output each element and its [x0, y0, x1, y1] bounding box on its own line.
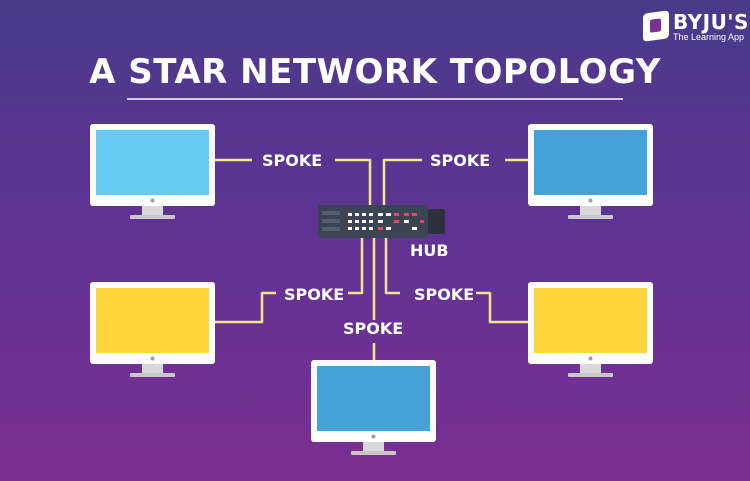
spoke-label-top-left: SPOKE	[262, 151, 323, 170]
connector-top-right-hub	[382, 158, 422, 205]
monitor-bottom-center	[311, 360, 436, 455]
brand-tagline: The Learning App	[673, 32, 745, 42]
monitor-bottom-left-screen	[96, 288, 209, 353]
monitor-bottom-right	[528, 282, 653, 377]
connector-bottom-right-hub	[384, 238, 400, 295]
connector-bottom-left	[215, 291, 276, 324]
spoke-label-bottom-left: SPOKE	[284, 285, 345, 304]
diagram-title: A STAR NETWORK TOPOLOGY	[89, 52, 661, 92]
monitor-top-left-screen	[96, 130, 209, 195]
monitor-bottom-center-screen	[317, 366, 430, 431]
monitor-top-right-screen	[534, 130, 647, 195]
title-underline	[127, 98, 623, 100]
monitor-bottom-left	[90, 282, 215, 377]
brand-logo: BYJU'S The Learning App	[643, 10, 748, 44]
monitor-top-left	[90, 124, 215, 219]
connector-bottom-left-hub	[348, 238, 364, 295]
spoke-label-top-right: SPOKE	[430, 151, 491, 170]
hub-device	[318, 205, 445, 238]
brand-name: BYJU'S	[673, 10, 749, 34]
spoke-label-bottom-right: SPOKE	[414, 285, 475, 304]
monitor-top-right	[528, 124, 653, 219]
hub-label: HUB	[410, 241, 449, 260]
monitor-bottom-right-screen	[534, 288, 647, 353]
connector-bottom-right	[476, 291, 528, 324]
spoke-label-bottom-center: SPOKE	[343, 319, 404, 338]
connector-top-left-hub	[335, 158, 372, 205]
